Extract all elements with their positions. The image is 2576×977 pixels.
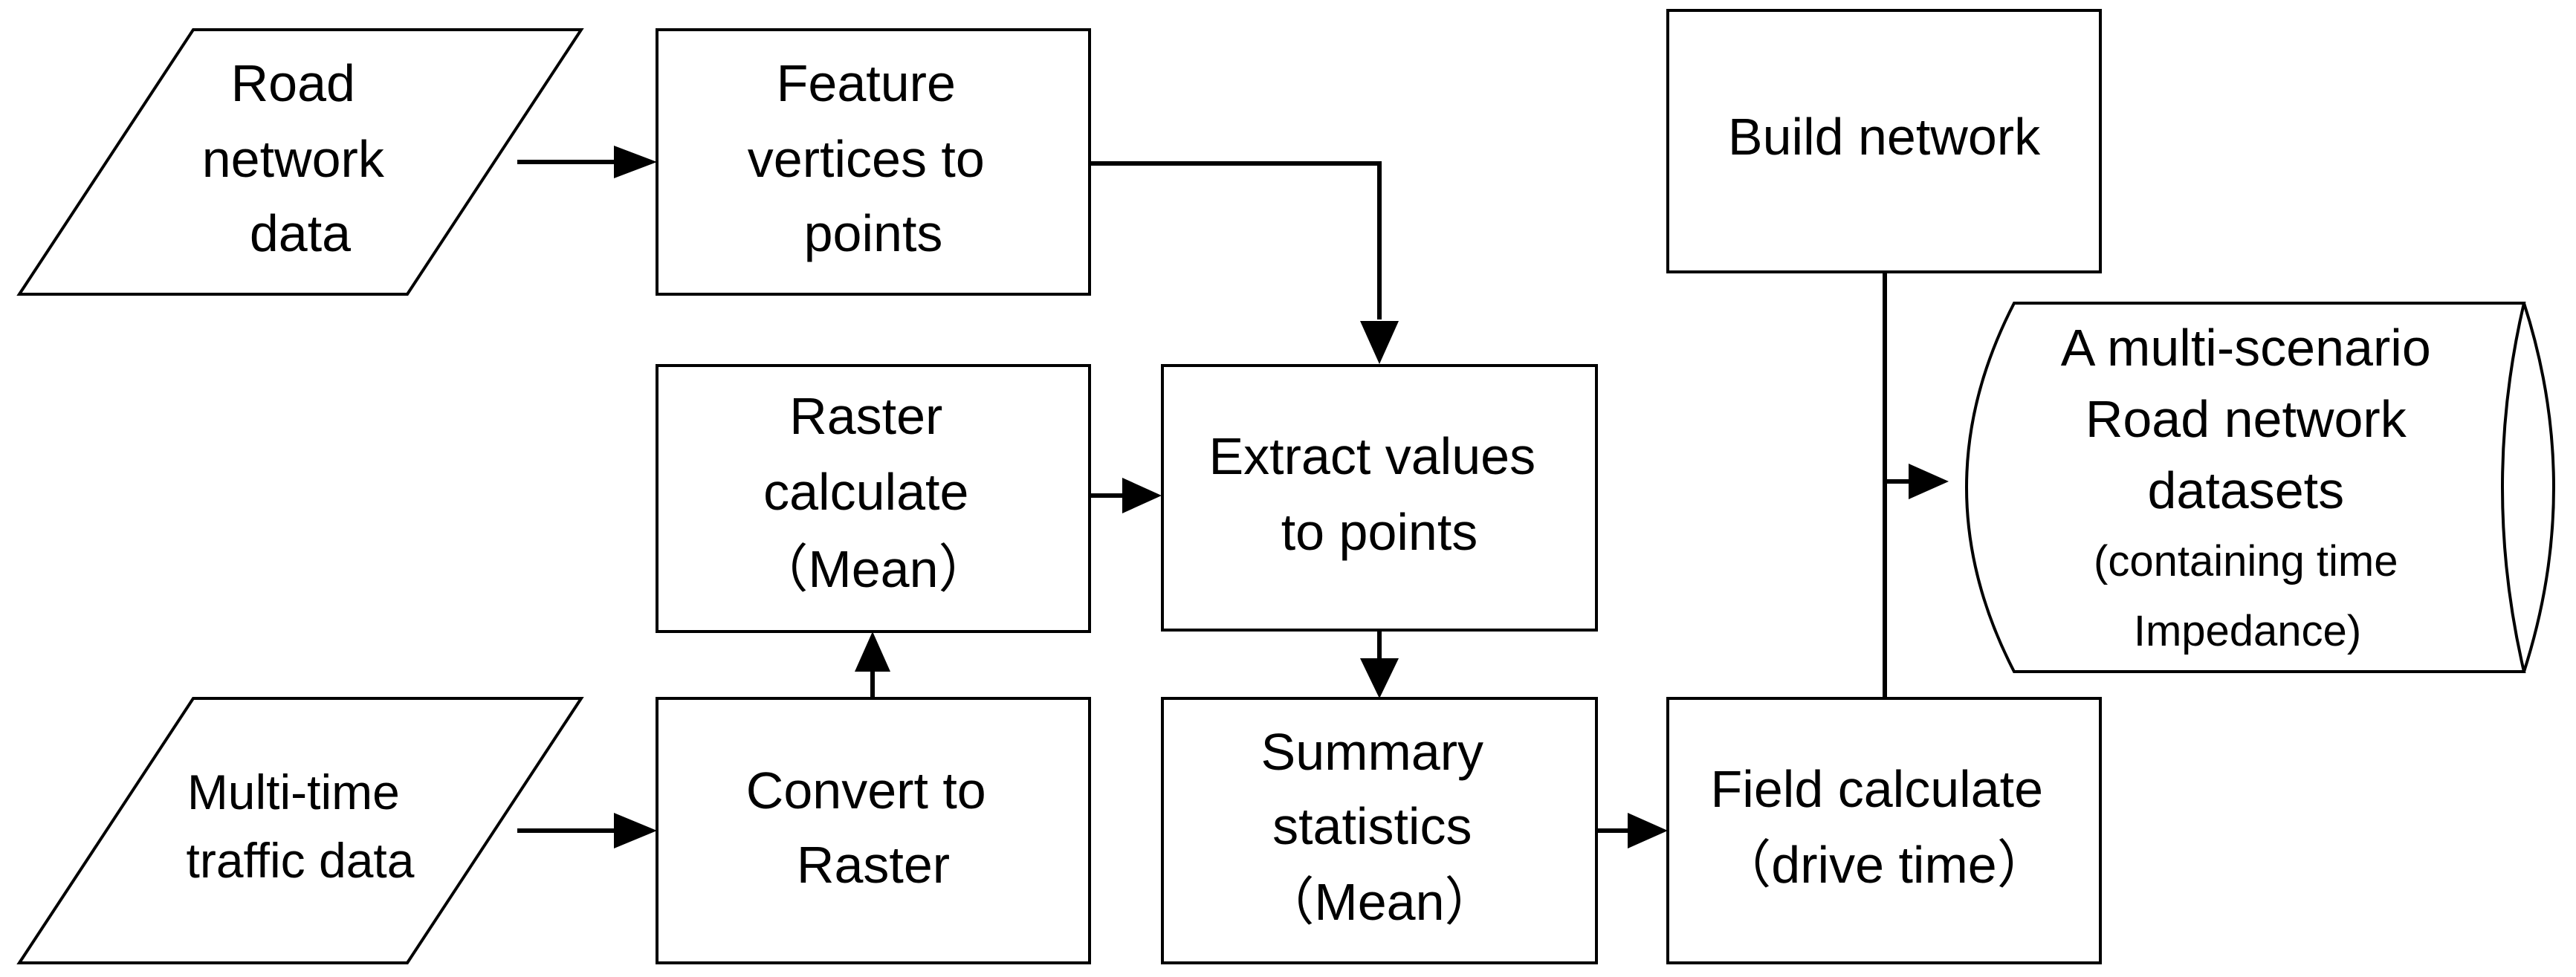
edge-summary-to-field-arrowhead [1628, 813, 1668, 848]
multi-time-traffic-label: Multi-time traffic data [187, 765, 415, 888]
edge-convert-to-raster-calc-arrowhead [855, 632, 890, 672]
edge-raster-to-extract-arrowhead [1122, 478, 1162, 513]
edge-traffic-to-convert-arrowhead [614, 813, 657, 848]
feature-vertices-label: Feature vertices to points [748, 54, 999, 262]
process-field-calculate: Field calculate （drive time） [1666, 697, 2102, 964]
edges [517, 146, 1949, 848]
process-extract-values-to-points: Extract values to points [1161, 364, 1598, 632]
process-raster-calculate: Raster calculate （Mean） [656, 364, 1091, 633]
process-summary-statistics: Summary statistics （Mean） [1161, 697, 1598, 964]
road-network-data-label: Road network data [202, 54, 399, 262]
output-multi-scenario-datasets: A multi-scenario Road network datasets (… [1965, 302, 2555, 673]
summary-statistics-label: Summary statistics （Mean） [1261, 723, 1498, 931]
edge-feature-to-extract [1090, 161, 1382, 319]
edge-extract-to-summary-arrowhead [1360, 658, 1399, 698]
input-multi-time-traffic-data: Multi-time traffic data [16, 697, 584, 964]
edge-road-to-feature-arrowhead [614, 146, 657, 178]
edge-connector-to-datasets-arrowhead [1909, 464, 1949, 499]
convert-to-raster-label: Convert to Raster [746, 762, 1000, 894]
build-network-label: Build network [1728, 108, 2041, 166]
process-feature-vertices-to-points: Feature vertices to points [656, 28, 1091, 296]
process-build-network: Build network [1666, 9, 2102, 273]
raster-calculate-label: Raster calculate （Mean） [756, 387, 990, 598]
extract-values-label: Extract values to points [1208, 427, 1550, 561]
edge-feature-to-extract-arrowhead [1360, 321, 1399, 364]
multi-scenario-label: A multi-scenario Road network datasets (… [2061, 319, 2434, 655]
field-calculate-label: Field calculate （drive time） [1711, 760, 2058, 894]
input-road-network-data: Road network data [16, 28, 584, 296]
process-convert-to-raster: Convert to Raster [656, 697, 1091, 964]
